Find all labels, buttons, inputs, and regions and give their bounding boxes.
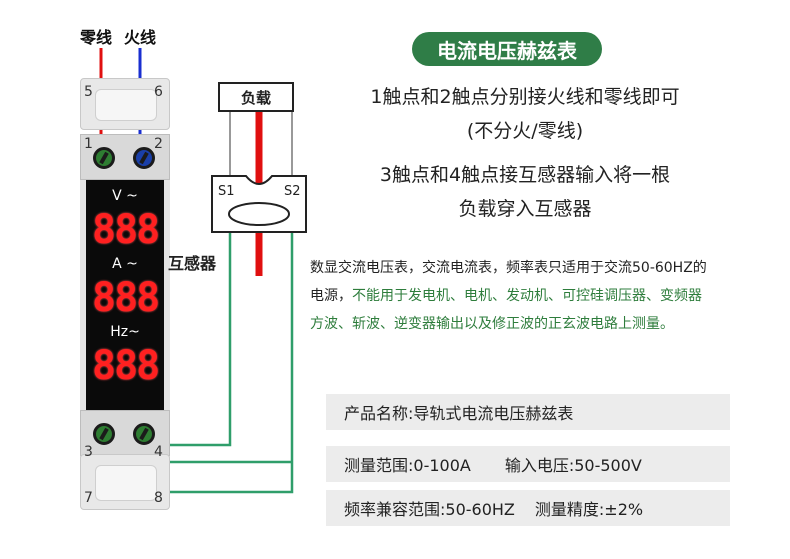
spec-product-name-text: 产品名称:导轨式电流电压赫兹表	[344, 404, 574, 423]
terminal-1-label: 1	[84, 136, 93, 152]
ct-ring	[228, 202, 290, 226]
terminal-7-label: 7	[84, 490, 93, 506]
top-rail	[80, 78, 170, 130]
instruction-line-4: 负载穿入互感器	[458, 198, 592, 220]
usage-note: 数显交流电压表，交流电流表，频率表只适用于交流50-60HZ的 电源，不能用于发…	[310, 254, 780, 338]
voltage-label: V ~	[112, 188, 138, 204]
spec-product-name: 产品名称:导轨式电流电压赫兹表	[326, 394, 730, 430]
spec-frequency-row: 频率兼容范围:50-60HZ 测量精度:±2%	[326, 490, 730, 526]
bottom-rail	[80, 454, 170, 510]
neutral-label: 零线	[80, 28, 113, 47]
instruction-line-2: (不分火/零线)	[466, 120, 584, 142]
note-warning-2: 方波、斩波、逆变器输出以及修正波的正玄波电路上测量。	[310, 316, 674, 332]
spec-range-row: 测量范围:0-100A 输入电压:50-500V	[326, 446, 730, 482]
voltage-digits: 888	[92, 207, 160, 253]
ct-s2-label: S2	[284, 184, 301, 199]
note-warning-1: 不能用于发电机、电机、发动机、可控硅调压器、变频器	[352, 288, 702, 304]
terminal-1-screw-icon	[93, 147, 115, 169]
frequency-digits: 888	[92, 343, 160, 389]
ct-s1-label: S1	[218, 184, 235, 199]
current-label: A ~	[112, 256, 138, 272]
current-digits: 888	[92, 275, 160, 321]
frequency-label: Hz~	[110, 324, 140, 340]
terminal-4-label: 4	[154, 444, 163, 460]
note-part-1: 数显交流电压表，交流电流表，频率表只适用于交流50-60HZ的	[310, 260, 707, 276]
terminal-6-label: 6	[154, 84, 163, 100]
bottom-terminal-block	[80, 410, 170, 456]
page-title: 电流电压赫兹表	[412, 32, 602, 66]
instruction-line-1: 1触点和2触点分别接火线和零线即可	[370, 86, 680, 108]
spec-frequency-text: 频率兼容范围:50-60HZ	[344, 500, 515, 519]
terminal-3-screw-icon	[93, 423, 115, 445]
terminal-8-label: 8	[154, 490, 163, 506]
top-terminal-block	[80, 134, 170, 180]
din-rail-meter: V ~ 888 A ~ 888 Hz~ 888	[80, 78, 170, 510]
spec-range-text: 测量范围:0-100A	[344, 456, 471, 475]
spec-input-voltage-text: 输入电压:50-500V	[504, 456, 642, 475]
instruction-line-3: 3触点和4触点接互感器输入将一根	[379, 164, 671, 186]
terminal-5-label: 5	[84, 84, 93, 100]
terminal-4-screw-icon	[133, 423, 155, 445]
note-part-2: 电源，	[310, 288, 352, 304]
terminal-2-label: 2	[154, 136, 163, 152]
live-label: 火线	[124, 28, 157, 47]
load-box: 负载	[218, 82, 294, 112]
spec-accuracy-text: 测量精度:±2%	[534, 500, 644, 519]
terminal-3-label: 3	[84, 444, 93, 460]
ct-label: 互感器	[168, 254, 217, 273]
terminal-2-screw-icon	[133, 147, 155, 169]
